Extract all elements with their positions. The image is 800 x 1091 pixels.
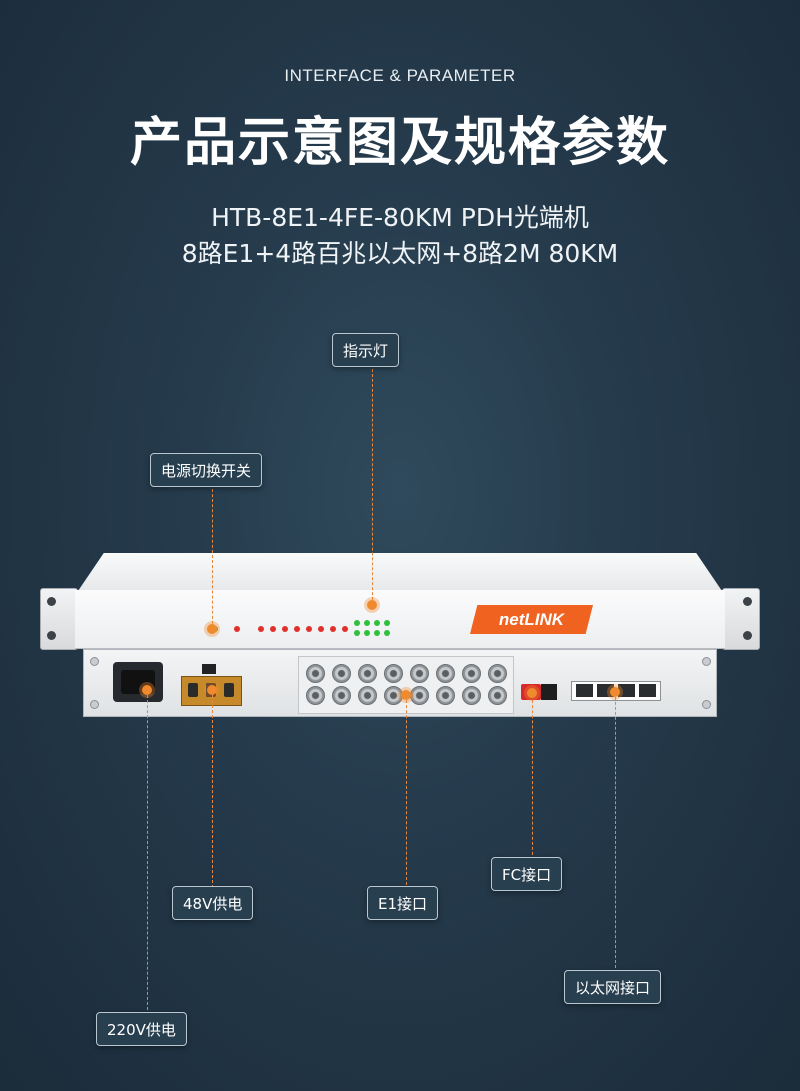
rj45-port <box>576 684 593 697</box>
label-indicator: 指示灯 <box>332 333 400 367</box>
callout-line-48v <box>212 690 213 888</box>
callout-line-indicator <box>372 369 373 605</box>
rack-ear-left <box>40 588 78 650</box>
callout-line-ethernet <box>615 692 616 968</box>
callout-line-e1 <box>406 695 407 885</box>
bnc-connector <box>410 664 429 683</box>
callout-dot-fc <box>527 688 537 698</box>
rj45-port <box>597 684 614 697</box>
label-fc-port: FC接口 <box>491 857 563 891</box>
label-48v-power: 48V供电 <box>172 886 254 920</box>
eth-led <box>354 620 360 626</box>
device-top <box>78 553 722 591</box>
callout-line-switch <box>212 489 213 629</box>
bnc-connector <box>384 664 403 683</box>
e1-led <box>318 626 324 632</box>
los-led <box>234 626 240 632</box>
interface-subtitle: INTERFACE & PARAMETER <box>284 66 516 85</box>
eth-led <box>364 630 370 636</box>
eth-led <box>364 620 370 626</box>
product-description: 8路E1+4路百兆以太网+8路2M 80KM <box>181 239 619 268</box>
bnc-connector <box>488 686 507 705</box>
panel-screw <box>90 700 99 709</box>
label-e1-port: E1接口 <box>367 886 439 920</box>
callout-line-fc <box>532 695 533 855</box>
product-model: HTB-8E1-4FE-80KM PDH光端机 <box>211 203 589 232</box>
rack-ear-right <box>722 588 760 650</box>
bnc-connector <box>436 664 455 683</box>
bnc-connector <box>436 686 455 705</box>
eth-led <box>384 630 390 636</box>
eth-led <box>374 630 380 636</box>
bnc-connector <box>306 664 325 683</box>
e1-led <box>306 626 312 632</box>
bnc-connector <box>488 664 507 683</box>
bnc-connector <box>462 664 481 683</box>
e1-led <box>270 626 276 632</box>
e1-led <box>330 626 336 632</box>
panel-screw <box>702 700 711 709</box>
callout-dot-e1 <box>401 690 411 700</box>
bnc-connector <box>306 686 325 705</box>
callout-dot-220v <box>142 685 152 695</box>
callout-dot-ethernet <box>610 687 620 697</box>
front-panel <box>75 590 725 649</box>
callout-line-220v <box>147 690 148 1010</box>
e1-led <box>294 626 300 632</box>
bnc-connector <box>358 686 377 705</box>
e1-led <box>282 626 288 632</box>
bnc-connector <box>410 686 429 705</box>
e1-led <box>342 626 348 632</box>
eth-led <box>354 630 360 636</box>
callout-dot-48v <box>207 685 217 695</box>
eth-led <box>384 620 390 626</box>
ac-power-socket <box>113 662 163 702</box>
bnc-connector <box>358 664 377 683</box>
power-selector-switch <box>202 664 216 674</box>
label-220v-power: 220V供电 <box>96 1012 187 1046</box>
eth-led <box>374 620 380 626</box>
ethernet-panel <box>571 681 661 701</box>
bnc-connector <box>462 686 481 705</box>
panel-screw <box>90 657 99 666</box>
label-ethernet-port: 以太网接口 <box>564 970 662 1004</box>
label-power-switch: 电源切换开关 <box>150 453 263 487</box>
bnc-connector <box>332 664 351 683</box>
callout-dot-indicator <box>367 600 377 610</box>
page-title: 产品示意图及规格参数 <box>129 113 670 173</box>
e1-led <box>258 626 264 632</box>
fc-connector-body <box>541 684 557 700</box>
bnc-connector <box>332 686 351 705</box>
rj45-port <box>618 684 635 697</box>
brand-logo: netLINK <box>470 605 593 634</box>
rj45-port <box>639 684 656 697</box>
panel-screw <box>702 657 711 666</box>
callout-dot-switch <box>207 624 217 634</box>
